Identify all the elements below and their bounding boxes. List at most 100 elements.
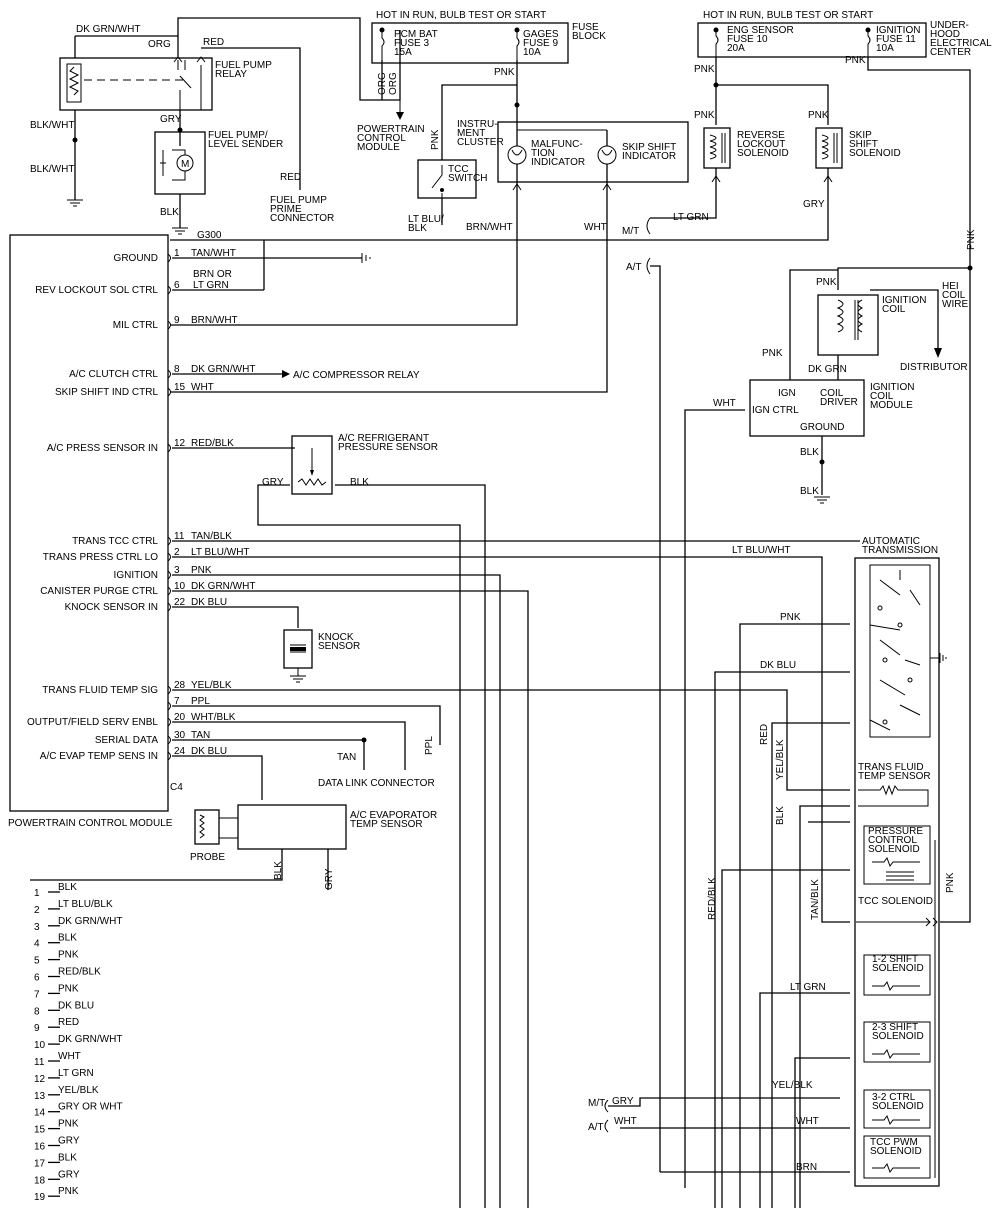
pcm-pin-terminal [167,443,171,453]
distributor-label: DISTRIBUTOR [900,362,968,373]
wire-wht-1: WHT [584,222,607,233]
wire-ppl: PPL [424,736,435,755]
at-wht: WHT [614,1116,637,1127]
wire-blk-trans: BLK [775,806,786,825]
tan-blk-label: TAN/BLK [810,879,821,920]
wire-red-trans: RED [759,724,770,745]
harness-wire-color: LT BLU/BLK [58,899,113,910]
wire-yel-blk-trans: YEL/BLK [775,739,786,780]
harness-wire-color: DK GRN/WHT [58,1034,122,1045]
pcm-pin-label: TRANS PRESS CTRL LO [43,552,158,563]
at-label-2: A/T [588,1122,604,1133]
pcm-pin-terminal [167,701,171,711]
pcm-pin-terminal [167,586,171,596]
harness-number: 16 [34,1142,46,1153]
at-label-1: A/T [626,262,642,273]
harness-number: 17 [34,1158,46,1169]
pcm-wire-color: TAN/BLK [191,531,232,542]
pcm-wire-color: LT BLU/WHT [191,547,250,558]
wire-blk-icm-2: BLK [800,486,819,497]
wire-gry-evap: GRY [324,868,335,890]
pcm-pin-terminal [167,552,171,562]
probe-label: PROBE [190,852,225,863]
harness-number: 14 [34,1108,46,1119]
wire-gry-acs: GRY [262,477,284,488]
icm-ground: GROUND [800,422,844,433]
wire-org-1: ORG [148,39,171,50]
harness-number: 9 [34,1023,40,1034]
pcm-pin-number: 24 [174,746,186,757]
pcm-pin-label: A/C EVAP TEMP SENS IN [40,751,158,762]
pcm-pin-number: 6 [174,280,180,291]
pcm-pin-number: 20 [174,712,186,723]
harness-wire-color: DK BLU [58,1000,94,1011]
harness-wire-color: YEL/BLK [58,1085,99,1096]
pcm-pin-terminal [167,320,171,330]
pcm-pin-terminal [167,751,171,761]
pcm-wire-color: TAN/WHT [191,248,236,259]
wire-blk-wht-2: BLK/WHT [30,164,74,175]
pcm-wire-color: DK GRN/WHT [191,581,255,592]
harness-number: 5 [34,956,40,967]
harness-wire-color: PNK [58,1119,79,1130]
harness-number: 13 [34,1091,46,1102]
pcm-wire-color: DK GRN/WHT [191,364,255,375]
pcm-pin-number: 22 [174,597,186,608]
pcm-wire-color: RED/BLK [191,438,234,449]
pcm-pin-label: SERIAL DATA [95,735,158,746]
pcm-wire-color: BRN/WHT [191,315,238,326]
pcm-pin-label: CANISTER PURGE CTRL [40,586,158,597]
fuse-block-power-label: HOT IN RUN, BULB TEST OR START [376,10,546,21]
harness-number: 15 [34,1125,46,1136]
icm-ign-ctrl: IGN CTRL [752,405,799,416]
wire-pnk-8: PNK [945,872,956,893]
harness-wire-color: RED/BLK [58,967,101,978]
pcm-wire-color: BRN OR [193,269,232,280]
wire-brn-right: BRN [796,1162,817,1173]
wire-red-2: RED [280,172,301,183]
pcm-pin-label: TRANS TCC CTRL [72,536,158,547]
wire-blk-acs: BLK [350,477,369,488]
pcm-pin-number: 10 [174,581,186,592]
ac-compressor-relay-label: A/C COMPRESSOR RELAY [293,370,420,381]
pcm-pin-terminal [167,369,171,379]
pcm-pin-terminal [167,253,171,263]
pcm-wire-color: YEL/BLK [191,680,232,691]
wire-dk-blu-trans: DK BLU [760,660,796,671]
harness-number: 3 [34,922,40,933]
underhood-center: HOT IN RUN, BULB TEST OR START UNDER-HOO… [697,10,992,58]
wire-pnk-3: PNK [694,64,715,75]
pcm-pin-terminal [167,285,171,295]
harness-wire-color: DK GRN/WHT [58,916,122,927]
harness-number: 2 [34,905,40,916]
pcm-wire-color: WHT/BLK [191,712,236,723]
pcm-pin-terminal [167,602,171,612]
pcm-pin-label: TRANS FLUID TEMP SIG [42,685,158,696]
pcm-pin-number: 9 [174,315,180,326]
harness-wire-color: BLK [58,933,77,944]
wire-lt-blu-wht-right: LT BLU/WHT [732,545,791,556]
pcm-pin-number: 7 [174,696,180,707]
